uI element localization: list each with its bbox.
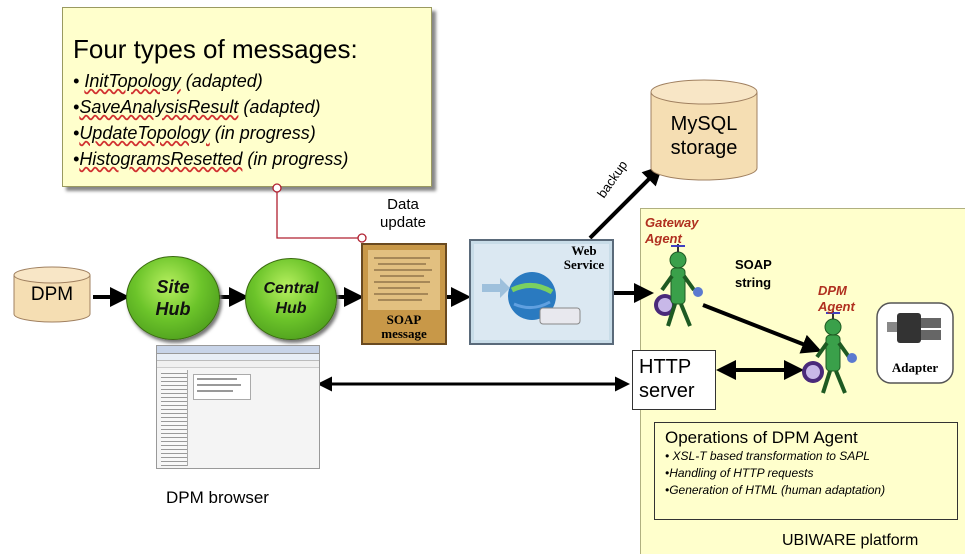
operations-item: • XSL-T based transformation to SAPL xyxy=(665,449,870,463)
central-hub-label-1: Central xyxy=(263,280,319,297)
dpm-browser-label: DPM browser xyxy=(166,488,269,507)
adapter-icon xyxy=(876,302,954,384)
note-item: •UpdateTopology (in progress) xyxy=(73,123,316,143)
gateway-agent-figure xyxy=(654,244,703,327)
adapter-label: Adapter xyxy=(891,360,939,375)
operations-item: •Generation of HTML (human adaptation) xyxy=(665,483,886,497)
http-server-label-1: HTTP xyxy=(639,356,692,378)
dpm-agent-figure xyxy=(802,311,857,394)
dpm-label: DPM xyxy=(30,284,74,305)
site-hub-label-1: Site xyxy=(156,277,190,297)
dpm-browser-screenshot xyxy=(156,345,320,469)
http-server-label-2: server xyxy=(639,380,695,402)
note-title: Four types of messages: xyxy=(73,34,358,64)
operations-item: •Handling of HTTP requests xyxy=(665,466,814,480)
operations-box: Operations of DPM Agent • XSL-T based tr… xyxy=(654,422,958,520)
arrow-backup-to-mysql xyxy=(588,165,663,240)
http-server-box: HTTP server xyxy=(632,350,716,410)
soap-message-icon xyxy=(361,243,447,345)
message-types-note: Four types of messages: • InitTopology (… xyxy=(62,7,432,187)
arrow-gateway-to-dpm-agent xyxy=(702,303,822,354)
note-connector xyxy=(272,183,367,243)
note-item: •HistogramsResetted (in progress) xyxy=(73,149,349,169)
site-hub-label-2: Hub xyxy=(155,299,191,319)
mysql-database-icon xyxy=(650,79,758,181)
dpm-database-icon xyxy=(13,266,91,323)
note-item: • InitTopology (adapted) xyxy=(73,71,263,91)
web-service-icon xyxy=(469,239,614,345)
operations-title: Operations of DPM Agent xyxy=(665,428,858,447)
note-item: •SaveAnalysisResult (adapted) xyxy=(73,97,321,117)
platform-label: UBIWARE platform xyxy=(782,532,919,549)
central-hub-label-2: Hub xyxy=(275,300,307,317)
